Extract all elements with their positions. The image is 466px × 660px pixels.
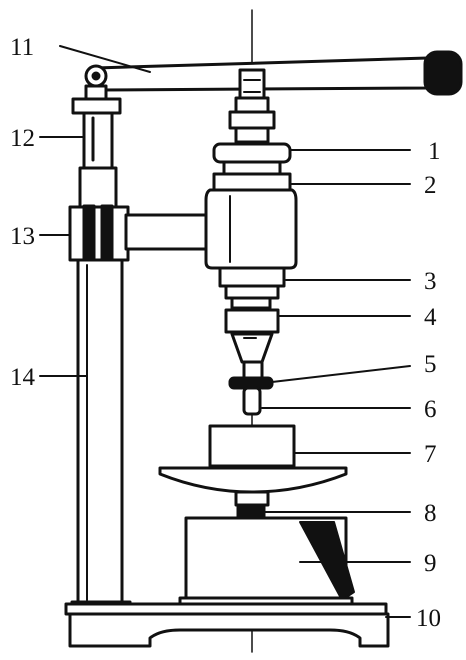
callout-4: 4 xyxy=(424,304,437,331)
motor-support-arm xyxy=(124,213,216,251)
callout-7: 7 xyxy=(424,441,437,468)
base-plate xyxy=(64,602,390,648)
drill-bit xyxy=(242,386,262,416)
callout-10: 10 xyxy=(416,605,441,632)
workpiece xyxy=(208,424,296,468)
work-table xyxy=(158,466,348,507)
chuck xyxy=(224,296,280,364)
callout-leaders xyxy=(39,45,411,618)
bearing-ring xyxy=(212,142,292,164)
callout-2: 2 xyxy=(424,172,437,199)
callout-13: 13 xyxy=(10,223,35,250)
callout-11: 11 xyxy=(10,34,34,61)
lower-collar xyxy=(218,266,286,300)
callout-8: 8 xyxy=(424,500,437,527)
callout-1: 1 xyxy=(428,138,441,165)
callout-5: 5 xyxy=(424,351,437,378)
callout-3: 3 xyxy=(424,268,437,295)
callout-14: 14 xyxy=(10,364,36,391)
motor-housing xyxy=(204,172,298,270)
callout-12: 12 xyxy=(10,125,35,152)
spindle-top xyxy=(228,68,276,144)
top-lever-arm xyxy=(84,50,463,96)
clamp-ring xyxy=(228,360,274,390)
support-column xyxy=(68,84,132,616)
callout-9: 9 xyxy=(424,550,437,577)
callout-6: 6 xyxy=(424,396,437,423)
